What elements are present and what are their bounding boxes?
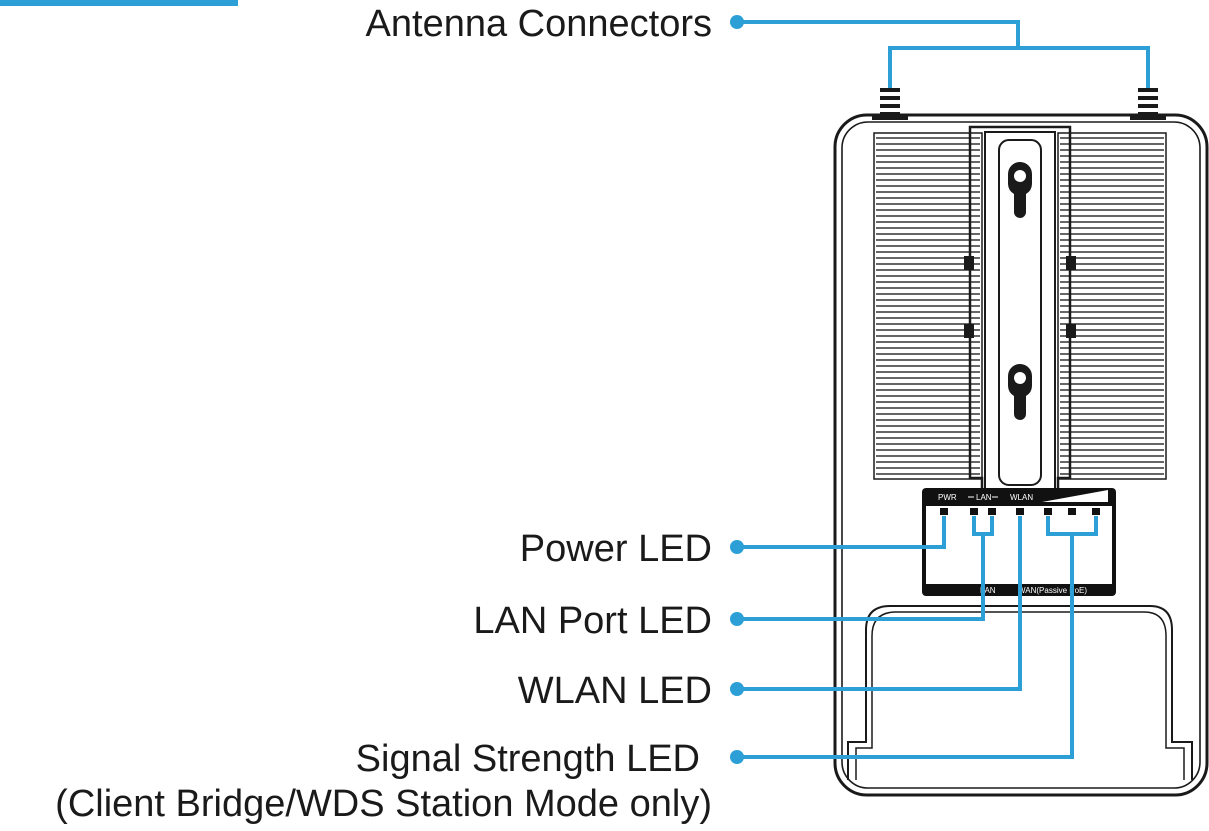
label-wlan-led: WLAN LED [518, 670, 712, 712]
led-signal-2 [1068, 508, 1076, 515]
callout-leader-antenna [730, 15, 1150, 88]
callout-leader-wlan [730, 516, 1022, 696]
led-lan-2 [988, 508, 996, 515]
led-signal-3 [1092, 508, 1100, 515]
led-lan-1 [970, 508, 978, 515]
header-bar [0, 0, 238, 6]
led-pwr [940, 508, 948, 515]
label-lan-port-led: LAN Port LED [473, 600, 712, 642]
led-label-pwr: PWR [938, 493, 957, 502]
antenna-connector-left [872, 88, 908, 120]
signal-wedge-icon [1042, 490, 1108, 502]
led-wlan [1016, 508, 1024, 515]
led-signal-1 [1044, 508, 1052, 515]
heat-sink-left [876, 137, 980, 475]
label-power-led: Power LED [520, 528, 712, 570]
callout-leader-lan [730, 516, 994, 626]
heat-sink-left-frame [873, 132, 983, 480]
label-signal-strength-note: (Client Bridge/WDS Station Mode only) [55, 783, 712, 825]
label-antenna-connectors: Antenna Connectors [366, 3, 712, 45]
port-label-lan: LAN [980, 586, 996, 595]
antenna-connector-right [1130, 88, 1166, 120]
port-label-wan: WAN(Passive PoE) [1018, 586, 1087, 595]
mounting-bracket [964, 125, 1076, 502]
label-signal-strength-led: Signal Strength LED [356, 738, 700, 780]
heat-sink-right [1060, 137, 1164, 475]
heat-sink-right-frame [1057, 132, 1167, 480]
callout-leader-power [730, 516, 946, 554]
led-label-lan: LAN [976, 493, 992, 502]
led-label-wlan: WLAN [1010, 493, 1033, 502]
callout-leader-signal [730, 516, 1098, 764]
